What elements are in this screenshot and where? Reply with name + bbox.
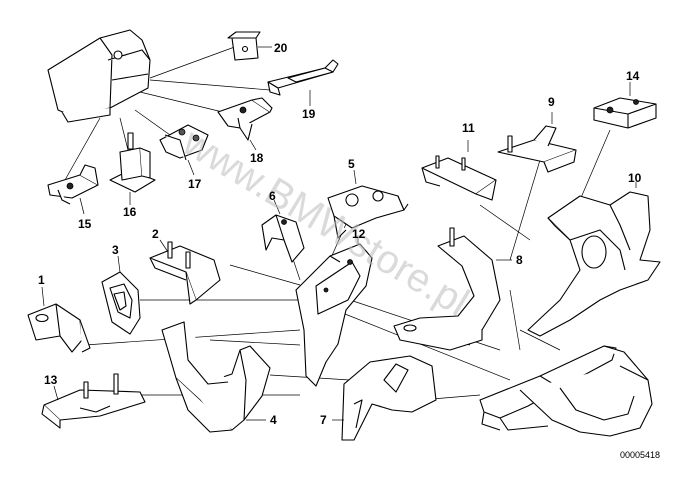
part-7-gusset [332, 355, 437, 441]
part-2-bracket [149, 239, 221, 305]
part-11-bracket [421, 140, 497, 201]
callout-18: 18 [250, 151, 264, 165]
part-20-clip [227, 31, 272, 61]
chassis-assembly [479, 345, 653, 437]
part-5-bracket [327, 169, 409, 239]
callout-20: 20 [274, 41, 288, 55]
part-8-arm [393, 227, 512, 351]
callout-6: 6 [269, 189, 276, 203]
callout-8: 8 [516, 253, 523, 267]
part-18-bracket [217, 97, 273, 151]
part-13-bracket [41, 373, 146, 429]
callout-13: 13 [44, 373, 58, 387]
part-14-block [593, 82, 657, 129]
callout-10: 10 [628, 171, 642, 185]
part-1-bracket [27, 286, 91, 353]
callout-4: 4 [270, 413, 277, 427]
callout-11: 11 [462, 121, 475, 135]
part-12-panel [295, 238, 373, 387]
callout-14: 14 [626, 69, 640, 83]
callout-5: 5 [348, 157, 355, 171]
callout-2: 2 [152, 227, 159, 241]
part-16-stand [109, 132, 156, 205]
reference-number: 00005418 [620, 450, 660, 460]
part-4-bracket [161, 321, 271, 433]
callout-9: 9 [548, 95, 555, 109]
callout-3: 3 [112, 243, 119, 257]
part-9-bracket [497, 112, 577, 173]
callout-16: 16 [123, 205, 137, 219]
part-19-bracket [267, 59, 339, 106]
part-17-bracket [159, 124, 209, 176]
callout-1: 1 [38, 273, 45, 287]
part-3-plate [101, 255, 141, 335]
part-15-bracket [47, 164, 99, 215]
callouts: 20 19 18 17 16 15 14 11 9 10 5 6 12 8 2 … [38, 41, 642, 427]
part-6-bracket [261, 199, 305, 263]
callout-19: 19 [302, 107, 316, 121]
callout-12: 12 [352, 227, 366, 241]
part-10-tower [527, 182, 661, 337]
callout-15: 15 [78, 217, 92, 231]
callout-17: 17 [188, 177, 202, 191]
callout-7: 7 [320, 413, 327, 427]
front-rail-section [47, 29, 151, 123]
